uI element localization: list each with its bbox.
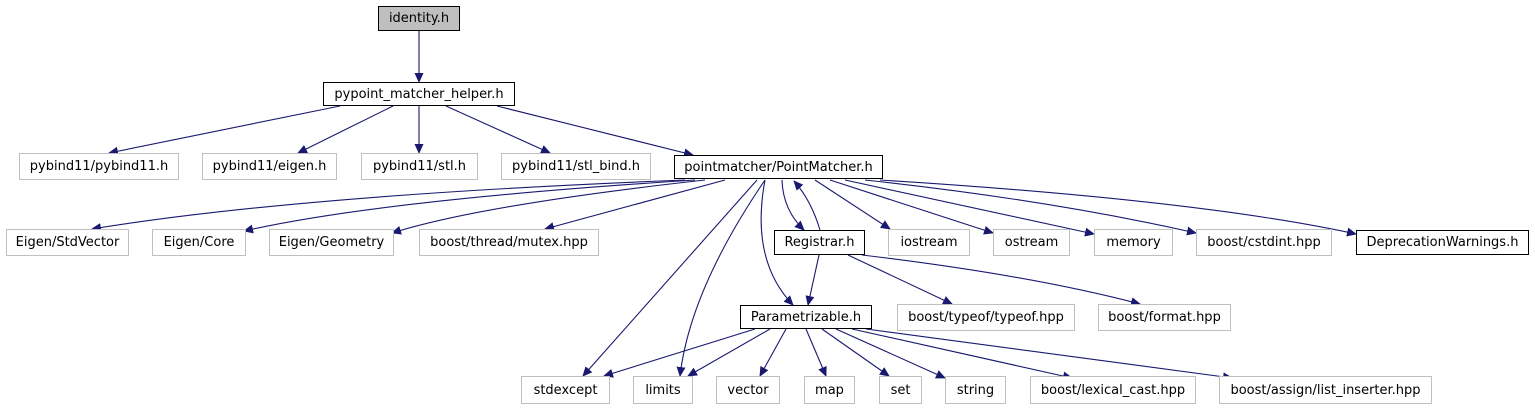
node-eigen-geometry: Eigen/Geometry (269, 229, 394, 256)
include-edge-helper-stlbind (445, 105, 551, 154)
include-edge-pm-cstdint (864, 179, 1197, 236)
node-string: string (945, 376, 1006, 404)
node-pypoint-matcher-helper[interactable]: pypoint_matcher_helper.h (323, 82, 515, 106)
node-pybind11-stl: pybind11/stl.h (361, 153, 478, 180)
node-boost-format: boost/format.hpp (1098, 304, 1231, 331)
node-vector: vector (716, 376, 780, 404)
include-edge-helper-pybind11 (108, 105, 341, 156)
node-eigen-stdvector: Eigen/StdVector (6, 229, 129, 256)
node-pybind11-stl-bind: pybind11/stl_bind.h (501, 153, 651, 180)
node-eigen-core: Eigen/Core (152, 229, 246, 256)
include-edge-pm-iostream (814, 179, 891, 230)
include-edge-pm-registrar (781, 179, 805, 231)
node-ostream: ostream (993, 229, 1070, 256)
node-pybind11: pybind11/pybind11.h (19, 153, 179, 180)
node-stdexcept: stdexcept (521, 376, 610, 404)
include-edge-pm-ostream (829, 179, 994, 235)
include-edge-pm-limits (676, 179, 766, 377)
include-edge-pm-parametrizable (760, 179, 794, 306)
node-set: set (879, 376, 922, 404)
node-parametrizable[interactable]: Parametrizable.h (740, 305, 872, 329)
include-edge-param-vector (759, 328, 787, 377)
include-edge-param-listinserter (865, 328, 1233, 382)
include-edge-pm-geometry (391, 179, 706, 235)
node-identity: identity.h (378, 6, 460, 31)
include-edge-pm-memory (844, 179, 1095, 237)
include-edge-param-limits (687, 328, 771, 377)
include-edge-registrar-format (861, 254, 1141, 307)
node-boost-thread-mutex: boost/thread/mutex.hpp (419, 229, 599, 256)
node-map: map (804, 376, 855, 404)
include-edge-registrar-pm (793, 180, 821, 231)
include-edge-pm-deprecation (879, 179, 1357, 237)
node-limits: limits (633, 376, 693, 404)
node-boost-lexical-cast: boost/lexical_cast.hpp (1030, 376, 1196, 404)
node-registrar[interactable]: Registrar.h (774, 230, 865, 255)
include-edge-registrar-typeof (847, 254, 953, 305)
node-pybind11-eigen: pybind11/eigen.h (202, 153, 337, 180)
include-edge-param-map (805, 328, 827, 377)
include-edge-pm-stdvector (91, 179, 686, 232)
node-deprecation-warnings[interactable]: DeprecationWarnings.h (1356, 230, 1529, 255)
node-memory: memory (1094, 229, 1173, 256)
include-edge-param-lexical (851, 328, 1073, 381)
include-edge-param-string (835, 328, 946, 379)
include-edge-param-set (821, 328, 890, 377)
include-edge-pm-core (243, 179, 696, 234)
include-edge-helper-eigen (297, 105, 394, 154)
node-boost-typeof: boost/typeof/typeof.hpp (897, 304, 1075, 331)
include-edge-registrar-parametrizable (805, 254, 820, 306)
include-edge-param-stdexcept (603, 328, 756, 378)
include-edge-helper-pointmatcher (496, 105, 694, 158)
node-boost-assign-list-inserter: boost/assign/list_inserter.hpp (1219, 376, 1432, 404)
node-pointmatcher[interactable]: pointmatcher/PointMatcher.h (674, 155, 883, 179)
include-edge-pm-stdexcept (582, 179, 758, 377)
node-iostream: iostream (888, 229, 970, 256)
node-boost-cstdint: boost/cstdint.hpp (1196, 229, 1332, 256)
include-edge-pm-mutex (544, 179, 726, 231)
